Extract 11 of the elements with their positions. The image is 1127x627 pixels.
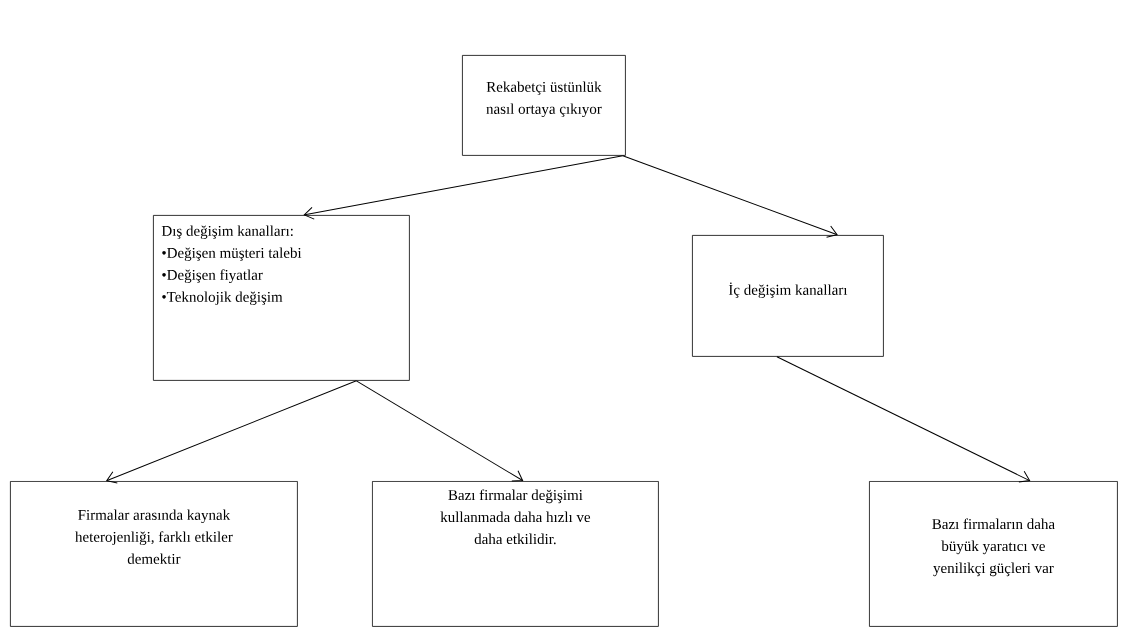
- text-box: Firmalar arasında kaynak heterojenliği, farklı etkiler demektir: [10, 481, 298, 627]
- text-box: Bazı firmalar değişimi kullanmada daha hızlı ve daha etkilidir.: [372, 481, 659, 627]
- text-box: Dış değişim kanalları: •Değişen müşteri talebi •Değişen fiyatlar •Teknolojik değişim: [153, 215, 410, 381]
- arrow: [776, 356, 1031, 483]
- arrow: [303, 155, 624, 220]
- arrow: [622, 155, 838, 238]
- text-box: İç değişim kanalları: [692, 235, 884, 357]
- text-box: Rekabetçi üstünlük nasıl ortaya çıkıyor: [462, 55, 626, 156]
- arrow: [355, 380, 524, 482]
- text-box: Bazı firmaların daha büyük yaratıcı ve yenilikçi güçleri var: [869, 481, 1118, 627]
- arrow: [106, 380, 357, 484]
